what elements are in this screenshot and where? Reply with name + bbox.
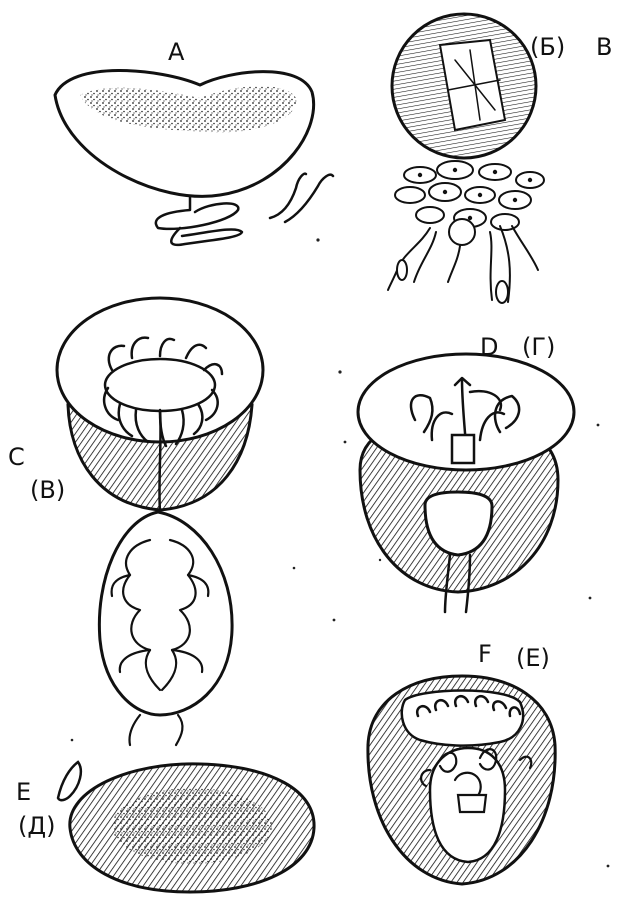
stage-a-drawing: A bbox=[55, 38, 333, 245]
label-c-paren: (В) bbox=[30, 476, 65, 504]
stage-a-tail bbox=[171, 228, 242, 245]
label-f-paren: (Е) bbox=[516, 644, 550, 672]
stage-e-center bbox=[112, 788, 272, 864]
stage-d-drawing: D (Г) bbox=[358, 333, 574, 612]
stage-e-drawing: E (Д) bbox=[16, 762, 314, 892]
stage-e-small-fragment bbox=[58, 762, 81, 800]
stage-b-cell-cluster bbox=[395, 161, 544, 245]
label-c: C bbox=[8, 443, 25, 471]
stage-f-opening bbox=[402, 691, 523, 746]
label-b: В bbox=[596, 33, 612, 61]
stage-d-manubrium bbox=[452, 435, 474, 463]
label-b-paren: (Б) bbox=[530, 33, 565, 61]
stage-b-drawing: (Б) В bbox=[388, 14, 612, 303]
stage-f-center-body bbox=[458, 795, 486, 812]
stage-a-stalk bbox=[156, 196, 239, 229]
label-d-paren: (Г) bbox=[522, 333, 555, 361]
label-e: E bbox=[16, 778, 31, 806]
stage-c-manubrium bbox=[159, 410, 160, 512]
label-e-paren: (Д) bbox=[18, 812, 55, 840]
stage-a-inner-mass bbox=[80, 86, 296, 132]
label-f: F bbox=[478, 640, 492, 668]
label-a: A bbox=[168, 38, 185, 66]
stage-f-drawing: F (Е) bbox=[368, 640, 555, 884]
stage-c-drawing: C (В) bbox=[8, 298, 263, 745]
